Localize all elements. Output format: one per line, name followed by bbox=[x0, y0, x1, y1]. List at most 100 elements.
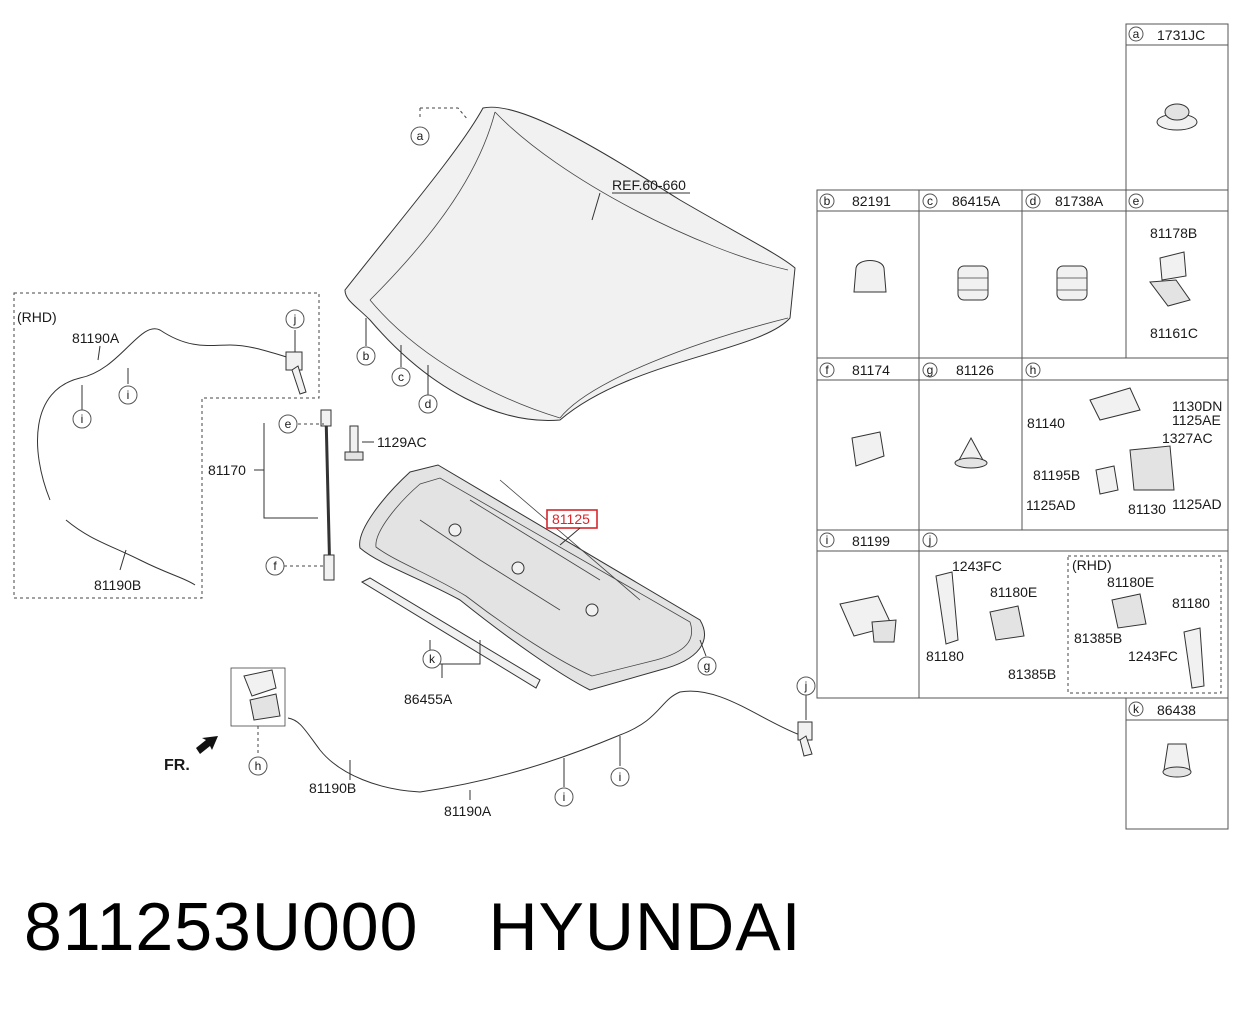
svg-text:g: g bbox=[704, 659, 711, 673]
table-cell-b: b 82191 bbox=[819, 193, 891, 293]
highlight-leader bbox=[559, 527, 581, 546]
release-handle bbox=[797, 721, 813, 757]
svg-text:82191: 82191 bbox=[852, 193, 891, 209]
rhd-cable-upper bbox=[37, 328, 291, 501]
svg-text:1731JC: 1731JC bbox=[1157, 27, 1205, 43]
svg-text:1125AD: 1125AD bbox=[1172, 496, 1222, 512]
callout-c: c bbox=[391, 367, 411, 387]
rhd-release-handle bbox=[285, 351, 307, 395]
svg-text:d: d bbox=[1030, 194, 1037, 208]
table-cell-c: c 86415A bbox=[922, 193, 1001, 301]
leader-a bbox=[419, 107, 469, 121]
table-cell-a: a 1731JC bbox=[1128, 26, 1205, 131]
svg-text:86438: 86438 bbox=[1157, 702, 1196, 718]
cable-b-label: 81190B bbox=[309, 780, 356, 796]
front-label: FR. bbox=[164, 757, 190, 774]
table-cell-d: d 81738A bbox=[1025, 193, 1104, 301]
rod-bracket bbox=[263, 423, 318, 519]
svg-text:b: b bbox=[824, 194, 831, 208]
svg-text:1125AE: 1125AE bbox=[1172, 412, 1221, 428]
callout-k: k bbox=[422, 649, 442, 669]
release-cable bbox=[287, 690, 801, 793]
svg-text:a: a bbox=[417, 129, 424, 143]
svg-text:h: h bbox=[1030, 363, 1037, 377]
callout-d: d bbox=[418, 394, 438, 414]
callout-j-lower: j bbox=[796, 676, 816, 696]
svg-text:k: k bbox=[1133, 702, 1140, 716]
table-cell-h: h 81140 1130DN 1125AE 1327AC 81195B 1125… bbox=[1025, 362, 1222, 517]
callout-i-rhd-2: i bbox=[118, 385, 138, 405]
rhd-label: (RHD) bbox=[17, 309, 57, 325]
svg-text:g: g bbox=[927, 363, 934, 377]
svg-text:81126: 81126 bbox=[956, 362, 994, 378]
highlight-label: 81125 bbox=[552, 511, 590, 527]
svg-text:k: k bbox=[429, 652, 436, 666]
svg-text:i: i bbox=[81, 412, 84, 426]
svg-text:j: j bbox=[293, 312, 297, 326]
svg-text:h: h bbox=[255, 759, 262, 773]
svg-text:81180: 81180 bbox=[1172, 595, 1210, 611]
callout-i-lower-2: i bbox=[610, 767, 630, 787]
hood-panel bbox=[344, 106, 796, 421]
svg-text:81174: 81174 bbox=[852, 362, 890, 378]
svg-text:81180E: 81180E bbox=[1107, 574, 1154, 590]
svg-text:81199: 81199 bbox=[852, 533, 890, 549]
rhd-box bbox=[13, 292, 320, 599]
svg-text:f: f bbox=[825, 363, 829, 377]
svg-text:81195B: 81195B bbox=[1033, 467, 1080, 483]
svg-text:(RHD): (RHD) bbox=[1072, 557, 1112, 573]
table-cell-i: i 81199 bbox=[819, 532, 897, 643]
svg-text:81738A: 81738A bbox=[1055, 193, 1104, 209]
svg-text:i: i bbox=[619, 770, 622, 784]
part-number: 811253U000 bbox=[24, 889, 419, 965]
brand-name: HYUNDAI bbox=[488, 889, 802, 965]
latch-assembly bbox=[243, 669, 281, 721]
svg-text:i: i bbox=[563, 790, 566, 804]
svg-text:1243FC: 1243FC bbox=[1128, 648, 1178, 664]
svg-text:81140: 81140 bbox=[1027, 415, 1065, 431]
callout-b: b bbox=[356, 346, 376, 366]
svg-text:1327AC: 1327AC bbox=[1162, 430, 1213, 446]
svg-text:b: b bbox=[363, 349, 370, 363]
callout-f: f bbox=[265, 556, 285, 576]
svg-text:81180: 81180 bbox=[926, 648, 964, 664]
rhd-cable-b-label: 81190B bbox=[94, 577, 141, 593]
svg-text:e: e bbox=[1133, 194, 1140, 208]
parts-table bbox=[816, 23, 1229, 830]
svg-text:c: c bbox=[398, 370, 404, 384]
table-j-rhd-box bbox=[1067, 555, 1222, 694]
callout-h: h bbox=[248, 756, 268, 776]
rhd-a-leader bbox=[97, 345, 101, 361]
svg-text:1125AD: 1125AD bbox=[1026, 497, 1076, 513]
svg-text:81130: 81130 bbox=[1128, 501, 1166, 517]
rhd-cable-a-label: 81190A bbox=[72, 330, 120, 346]
table-cell-j: j 1243FC 81180E 81180 81385B (RHD) 81180… bbox=[922, 532, 1222, 694]
hood-seal bbox=[360, 577, 541, 689]
svg-text:86415A: 86415A bbox=[952, 193, 1001, 209]
table-cell-k: k 86438 bbox=[1128, 701, 1196, 778]
svg-text:f: f bbox=[273, 559, 277, 573]
callout-i-lower-1: i bbox=[554, 787, 574, 807]
svg-text:j: j bbox=[928, 533, 932, 547]
svg-text:j: j bbox=[804, 679, 808, 693]
svg-text:i: i bbox=[826, 533, 829, 547]
callout-a: a bbox=[410, 126, 430, 146]
table-cell-g: g 81126 bbox=[922, 362, 994, 469]
ref-leader bbox=[591, 192, 601, 221]
svg-text:81161C: 81161C bbox=[1150, 325, 1198, 341]
highlight-box bbox=[546, 509, 598, 529]
rod-label: 81170 bbox=[208, 462, 246, 478]
svg-text:a: a bbox=[1133, 27, 1140, 41]
svg-text:c: c bbox=[927, 194, 933, 208]
bolt-label: 1129AC bbox=[377, 434, 427, 450]
rhd-cable-lower bbox=[65, 519, 196, 586]
part-number-caption: 811253U000 HYUNDAI bbox=[24, 888, 801, 966]
table-cell-e: e 81178B 81161C bbox=[1128, 193, 1198, 341]
bolt-1129ac bbox=[344, 425, 364, 461]
callout-g: g bbox=[697, 656, 717, 676]
svg-text:i: i bbox=[127, 388, 130, 402]
svg-text:1243FC: 1243FC bbox=[952, 558, 1002, 574]
rhd-b-leader bbox=[119, 549, 127, 571]
hood-stay-rod bbox=[320, 409, 335, 581]
